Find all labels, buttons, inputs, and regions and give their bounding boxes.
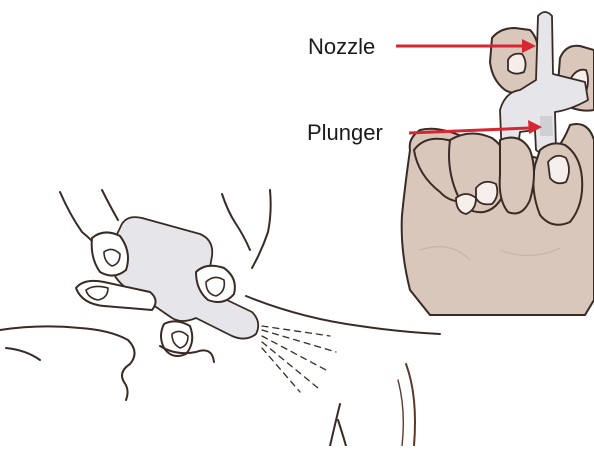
jaw-line: [6, 348, 40, 360]
hand-holding-device-illustration: [402, 12, 594, 315]
hair-strand-2: [398, 380, 403, 446]
forearm-right-outline-2: [252, 190, 271, 268]
nozzle-label: Nozzle: [308, 36, 375, 58]
index-fingernail: [508, 54, 526, 74]
plunger-label: Plunger: [307, 122, 383, 144]
curled-finger-3: [500, 138, 534, 214]
plunger-highlight: [540, 116, 553, 136]
face-profile: [0, 326, 135, 400]
curled-fingernail: [476, 182, 497, 205]
neck-curve: [330, 404, 340, 446]
forearm-right-outline: [222, 194, 250, 250]
thumb-nail: [548, 156, 569, 184]
nasal-device-angled: [111, 217, 258, 338]
spray-administration-illustration: [0, 190, 440, 446]
ear-hint: [338, 420, 346, 446]
hair-strand-1: [406, 364, 415, 446]
spray-mist: [262, 326, 336, 392]
forearm-left-outline-2: [102, 190, 118, 220]
